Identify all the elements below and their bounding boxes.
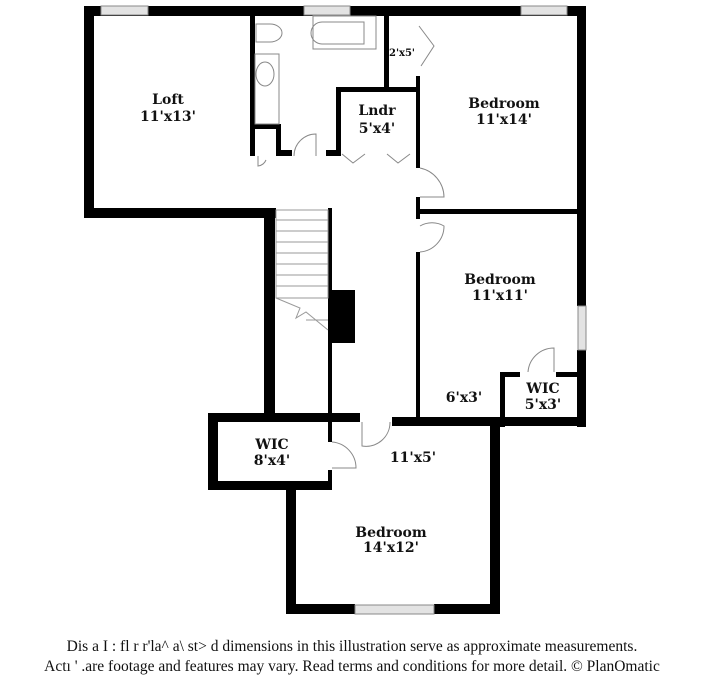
label-bath-area-dims: 11'x5': [390, 450, 436, 466]
disclaimer: Dis a I : fl r r'la^ a\ st> d dimensions…: [0, 637, 704, 677]
label-bedroom-e-name: Bedroom: [464, 272, 536, 288]
door-wic-e: [527, 347, 555, 373]
window-bath: [303, 5, 351, 16]
toilet-icon: [255, 23, 283, 43]
door-bedroom-e: [419, 222, 445, 253]
door-bathroom: [293, 133, 317, 157]
door-bedroom-ne: [419, 167, 445, 198]
window-loft: [100, 5, 149, 16]
windows: [100, 5, 587, 615]
label-wic-e-name: WIC: [525, 381, 559, 397]
label-wic-s-name: WIC: [254, 437, 288, 453]
door-laundry-left: [341, 153, 366, 164]
label-bedroom-s-dims: 14'x12': [363, 540, 419, 556]
label-closet-dims: 2'x5': [389, 48, 415, 59]
label-wic-e-dims: 5'x3': [525, 397, 561, 413]
label-alcove-dims: 6'x3': [446, 390, 482, 406]
window-bedroom-ne: [520, 5, 568, 16]
sink-icon: [255, 61, 275, 87]
door-bedroom-s: [361, 421, 391, 447]
disclaimer-line-2: Actı ' .are footage and features may var…: [44, 658, 660, 675]
room-labels: Loft 11'x13' Lndr 5'x4' 2'x5' Bedroom 11…: [140, 48, 561, 556]
door-laundry-right: [386, 153, 411, 164]
door-wic-s: [331, 441, 357, 469]
vanity-icon: [254, 53, 280, 125]
doors: [257, 25, 555, 469]
floor-plan: Loft 11'x13' Lndr 5'x4' 2'x5' Bedroom 11…: [84, 5, 587, 615]
door-closet-bath: [257, 156, 267, 167]
window-bedroom-s: [354, 604, 435, 615]
label-bedroom-s-name: Bedroom: [355, 525, 427, 541]
stairs: [275, 209, 329, 331]
label-loft-name: Loft: [152, 92, 184, 108]
window-bedroom-e: [577, 305, 587, 351]
label-lndr-name: Lndr: [358, 103, 396, 119]
label-bedroom-e-dims: 11'x11': [472, 288, 528, 304]
label-bedroom-ne-name: Bedroom: [468, 96, 540, 112]
bathtub-icon: [312, 15, 377, 50]
disclaimer-line-1: Dis a I : fl r r'la^ a\ st> d dimensions…: [66, 638, 638, 655]
label-wic-s-dims: 8'x4': [254, 453, 290, 469]
label-lndr-dims: 5'x4': [359, 121, 395, 137]
label-bedroom-ne-dims: 11'x14': [476, 112, 532, 128]
label-loft-dims: 11'x13': [140, 109, 196, 125]
fixtures: [254, 15, 377, 331]
door-closet-2x5: [418, 25, 435, 67]
